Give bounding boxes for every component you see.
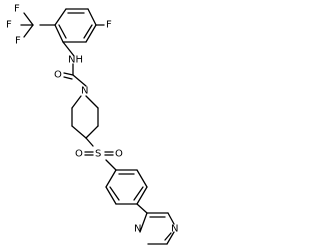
bond bbox=[105, 169, 117, 188]
atom-label-oxygen: O bbox=[75, 149, 83, 160]
bond bbox=[54, 24, 64, 43]
bond bbox=[85, 125, 99, 139]
bond bbox=[62, 41, 75, 57]
bond-double bbox=[63, 76, 73, 80]
bond-double bbox=[133, 186, 144, 201]
bond bbox=[87, 8, 97, 26]
bond bbox=[105, 186, 117, 205]
atom-label-nitrogen: N bbox=[134, 224, 141, 235]
bond-double bbox=[109, 186, 120, 201]
bond bbox=[105, 159, 117, 171]
bond bbox=[54, 8, 67, 26]
bond bbox=[71, 125, 87, 139]
bond bbox=[23, 12, 34, 26]
atom-label-sulfur: S bbox=[95, 149, 101, 160]
atom-label-fluorine: F bbox=[15, 36, 21, 47]
bond bbox=[85, 24, 97, 43]
bond bbox=[85, 137, 94, 147]
bond bbox=[23, 24, 34, 38]
bond bbox=[167, 212, 175, 225]
bond bbox=[72, 74, 87, 87]
bond bbox=[136, 203, 148, 214]
chemical-structure: F F F F NH O N S O O N N bbox=[6, 4, 178, 245]
bond bbox=[136, 169, 148, 188]
bond bbox=[85, 95, 99, 109]
bond bbox=[71, 95, 82, 109]
bond bbox=[166, 231, 175, 245]
bond-double bbox=[164, 232, 172, 241]
bond-double bbox=[83, 24, 93, 39]
bonds bbox=[20, 8, 175, 245]
atom-label-nh: NH bbox=[68, 55, 83, 66]
atom-label-nitrogen: N bbox=[81, 86, 88, 97]
bond bbox=[136, 186, 148, 205]
bond bbox=[139, 212, 148, 233]
atom-label-oxygen: O bbox=[115, 149, 123, 160]
atom-label-nitrogen: N bbox=[171, 224, 178, 235]
atom-label-fluorine: F bbox=[14, 4, 20, 15]
atom-label-fluorine: F bbox=[106, 20, 112, 31]
atom-labels: F F F F NH O N S O O N N bbox=[6, 4, 178, 235]
bond-double bbox=[58, 24, 67, 39]
atom-label-fluorine: F bbox=[6, 20, 12, 31]
atom-label-oxygen: O bbox=[54, 70, 62, 81]
bond-double bbox=[63, 72, 74, 76]
